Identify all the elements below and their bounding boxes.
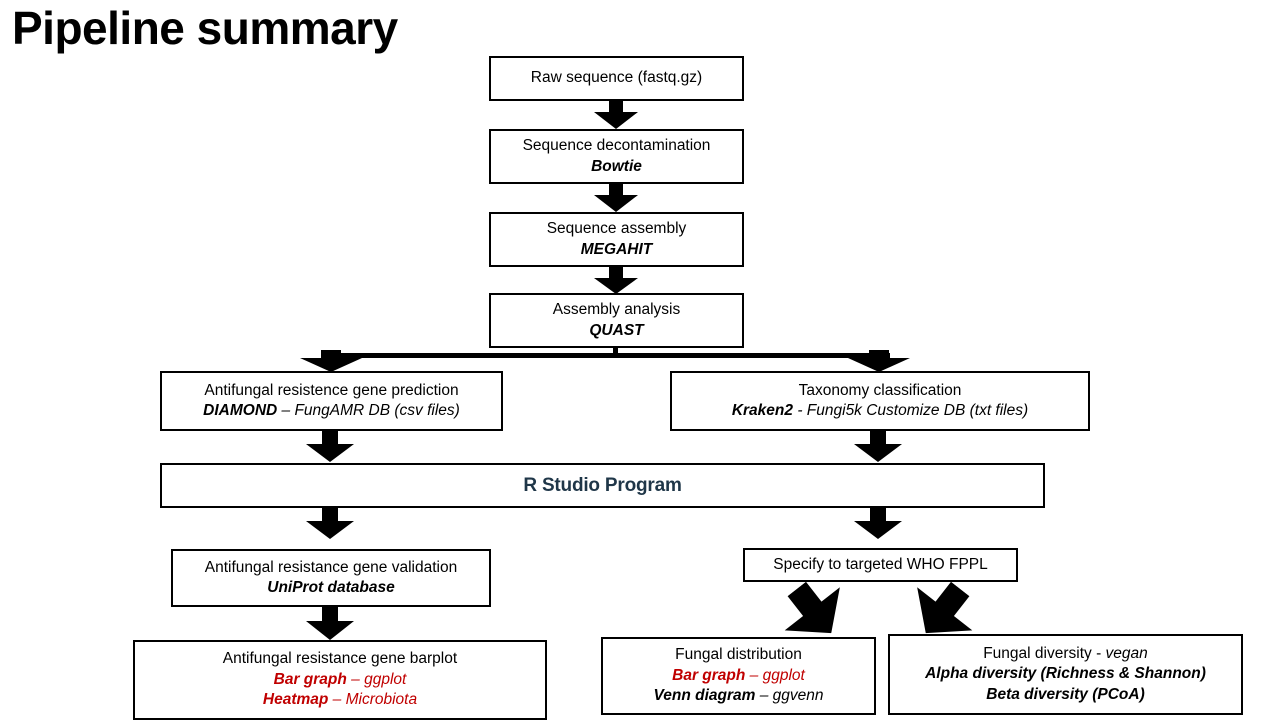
connector-quast-horizontal [330,353,890,358]
node-assembly-line1: Sequence assembly [546,220,687,238]
node-fungal-distribution-bargraph-tool: – ggplot [745,666,805,684]
node-taxonomy-classification[interactable]: Taxonomy classification Kraken2 - Fungi5… [670,371,1090,431]
node-fungal-distribution[interactable]: Fungal distribution Bar graph – ggplot V… [601,637,876,715]
node-taxonomy-tool: Kraken2 [731,402,794,419]
node-fungal-diversity-line1-prefix: Fungal diversity - [983,644,1106,662]
node-taxonomy-line1: Taxonomy classification [798,381,962,399]
node-amr-gene-validation[interactable]: Antifungal resistance gene validation Un… [171,549,491,607]
node-sequence-decontamination[interactable]: Sequence decontamination Bowtie [489,129,744,184]
down-arrow-icon-rstudio-to-validation [306,508,354,539]
node-fungal-diversity-alpha: Alpha diversity (Richness & Shannon) [925,665,1206,683]
down-arrow-icon-amr-prediction-to-rstudio [306,431,354,462]
node-amr-barplot-heatmap-tool: – Microbiota [328,691,418,709]
node-fungal-distribution-line1: Fungal distribution [675,646,802,664]
node-amr-barplot-heatmap-label: Heatmap [262,691,329,709]
node-amr-prediction-line2: DIAMOND – FungAMR DB (csv files) [203,401,460,421]
node-raw-sequence-line1: Raw sequence (fastq.gz) [530,69,703,87]
node-amr-barplot-line1: Antifungal resistance gene barplot [222,650,458,668]
node-fungal-distribution-venn-label: Venn diagram [653,687,756,705]
down-left-arrow-icon-who-to-fungal-distribution [769,567,859,654]
node-fungal-distribution-bargraph-label: Bar graph [672,666,746,684]
node-who-fppl-line1: Specify to targeted WHO FPPL [773,555,988,573]
node-who-fppl[interactable]: Specify to targeted WHO FPPL [743,548,1018,582]
node-sequence-assembly[interactable]: Sequence assembly MEGAHIT [489,212,744,267]
node-amr-barplot-bargraph-tool: – ggplot [346,670,407,688]
down-arrow-icon-decontamination-to-assembly [594,184,638,212]
node-fungal-diversity[interactable]: Fungal diversity - vegan Alpha diversity… [888,634,1243,715]
down-arrow-icon-taxonomy-to-rstudio [854,431,902,462]
node-amr-prediction-tool: DIAMOND [203,402,278,419]
down-arrow-icon-quast-to-amr-prediction [300,350,362,372]
node-rstudio-label: R Studio Program [523,474,682,496]
node-raw-sequence[interactable]: Raw sequence (fastq.gz) [489,56,744,101]
node-assembly-analysis[interactable]: Assembly analysis QUAST [489,293,744,348]
node-amr-prediction-line1: Antifungal resistence gene prediction [204,381,459,399]
down-arrow-icon-rstudio-to-who-fppl [854,508,902,539]
node-fungal-distribution-venn-tool: – ggvenn [755,687,824,705]
node-assembly-tool: MEGAHIT [580,240,653,258]
node-amr-validation-line1: Antifungal resistance gene validation [204,558,458,576]
down-arrow-icon-validation-to-barplot [306,607,354,640]
node-amr-barplot-line2: Bar graph – ggplot [274,670,407,690]
down-right-arrow-icon-who-to-fungal-diversity [898,567,988,654]
node-amr-prediction-db: – FungAMR DB (csv files) [277,402,460,419]
node-fungal-diversity-beta: Beta diversity (PCoA) [986,685,1145,703]
node-amr-gene-barplot[interactable]: Antifungal resistance gene barplot Bar g… [133,640,547,720]
node-fungal-distribution-line3: Venn diagram – ggvenn [653,686,823,706]
node-amr-gene-prediction[interactable]: Antifungal resistence gene prediction DI… [160,371,503,431]
page-title: Pipeline summary [12,2,398,54]
node-assembly-analysis-tool: QUAST [589,321,644,339]
node-fungal-diversity-line1: Fungal diversity - vegan [983,644,1148,664]
node-amr-validation-tool: UniProt database [267,579,395,596]
down-arrow-icon-assembly-to-quast [594,267,638,294]
down-arrow-icon-raw-to-decontamination [594,101,638,129]
node-taxonomy-db: - Fungi5k Customize DB (txt files) [793,402,1029,419]
node-amr-barplot-line3: Heatmap – Microbiota [263,690,417,710]
node-taxonomy-line2: Kraken2 - Fungi5k Customize DB (txt file… [732,401,1028,421]
node-fungal-distribution-line2: Bar graph – ggplot [672,666,805,686]
node-rstudio-program[interactable]: R Studio Program [160,463,1045,508]
node-decontamination-line1: Sequence decontamination [522,137,711,155]
node-amr-barplot-bargraph-label: Bar graph [273,670,347,688]
down-arrow-icon-quast-to-taxonomy [848,350,910,372]
node-fungal-diversity-tool: vegan [1105,644,1148,662]
node-decontamination-tool: Bowtie [591,157,642,175]
node-assembly-analysis-line1: Assembly analysis [552,301,681,319]
